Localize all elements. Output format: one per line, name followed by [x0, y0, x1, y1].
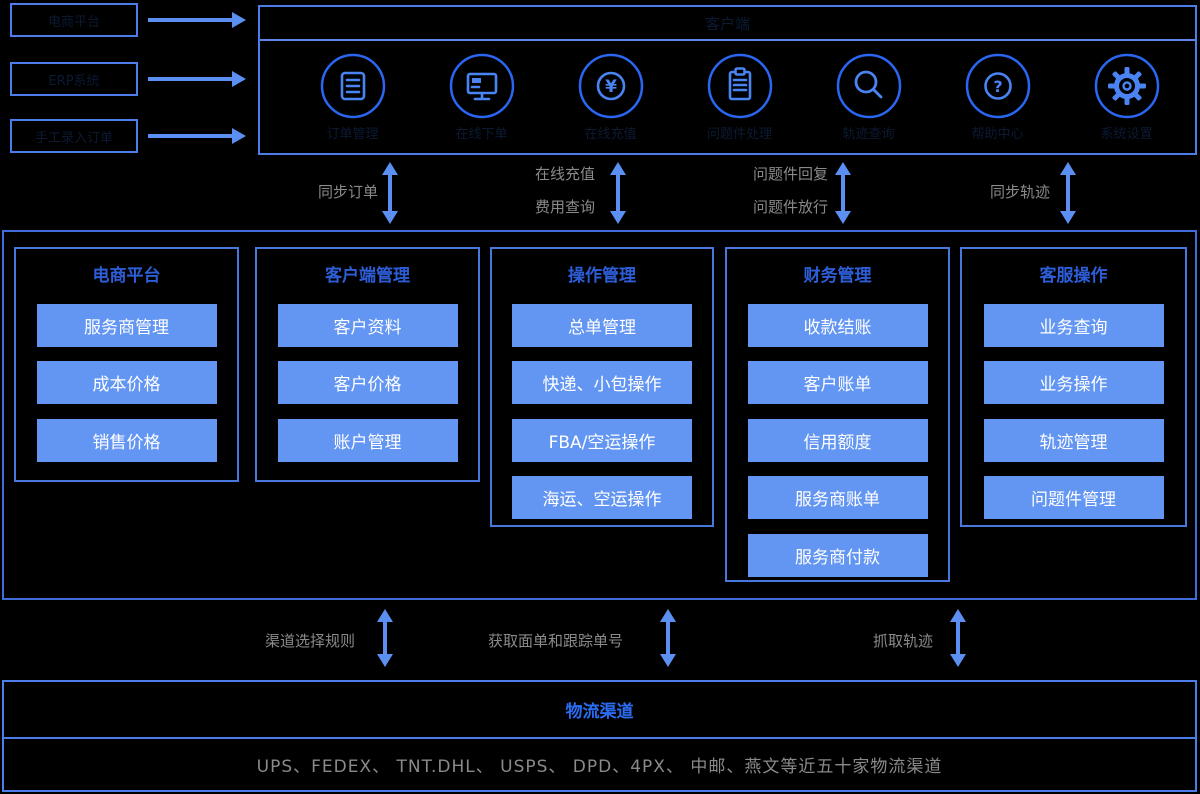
channels-panel: 物流渠道 UPS、FEDEX、 TNT.DHL、 USPS、 DPD、4PX、 … — [2, 680, 1197, 792]
double-arrow-icon — [950, 609, 966, 667]
column-title: 客服操作 — [1039, 266, 1108, 286]
link-label-problem-reply: 问题件回复 — [753, 165, 829, 183]
feature-system-settings: 系统设置 — [1071, 53, 1183, 142]
feature-label: 问题件处理 — [706, 127, 772, 142]
double-arrow-icon — [610, 162, 626, 224]
module-chip: 服务商账单 — [747, 476, 928, 519]
feature-online-recharge: ¥ 在线充值 — [555, 53, 667, 142]
module-chip: 轨迹管理 — [983, 419, 1164, 462]
module-chip: 客户价格 — [277, 361, 458, 404]
client-panel-title: 客户端 — [260, 7, 1195, 41]
yen-coin-icon: ¥ — [578, 53, 643, 119]
feature-label: 在线充值 — [584, 127, 637, 142]
link-label-sync-orders: 同步订单 — [318, 183, 379, 201]
right-arrow-icon — [148, 12, 246, 28]
feature-track-query: 轨迹查询 — [813, 53, 925, 142]
module-chip: 客户资料 — [277, 304, 458, 347]
clipboard-icon — [707, 53, 772, 119]
search-icon — [836, 53, 901, 119]
source-box-ecommerce: 电商平台 — [10, 3, 138, 37]
module-chip: 业务查询 — [983, 304, 1164, 347]
feature-label: 系统设置 — [1100, 127, 1153, 142]
column-client-management: 客户端管理 客户资料 客户价格 账户管理 — [255, 247, 480, 482]
channels-title: 物流渠道 — [4, 682, 1195, 739]
link-label-get-labels: 获取面单和跟踪单号 — [488, 632, 624, 650]
link-label-problem-release: 问题件放行 — [753, 198, 829, 216]
feature-label: 帮助中心 — [971, 127, 1024, 142]
column-operations-management: 操作管理 总单管理 快递、小包操作 FBA/空运操作 海运、空运操作 — [490, 247, 714, 527]
module-chip: 问题件管理 — [983, 476, 1164, 519]
module-chip: 业务操作 — [983, 361, 1164, 404]
system-panel: 电商平台 服务商管理 成本价格 销售价格 客户端管理 客户资料 客户价格 账户管… — [2, 230, 1197, 600]
module-chip: 客户账单 — [747, 361, 928, 404]
feature-help-center: ? 帮助中心 — [942, 53, 1054, 142]
column-title: 电商平台 — [92, 266, 161, 286]
module-chip: 收款结账 — [747, 304, 928, 347]
client-feature-row: 订单管理 在线下单 — [288, 53, 1191, 142]
svg-text:?: ? — [993, 77, 1002, 96]
column-title: 操作管理 — [568, 266, 636, 286]
module-chip: 账户管理 — [277, 419, 458, 462]
feature-problem-handling: 问题件处理 — [684, 53, 796, 142]
client-panel: 客户端 订单管理 — [258, 5, 1197, 155]
right-arrow-icon — [148, 128, 246, 144]
source-box-erp: ERP系统 — [10, 62, 138, 96]
link-label-recharge: 在线充值 — [535, 165, 596, 183]
module-chip: 快递、小包操作 — [512, 361, 692, 404]
module-chip: 信用额度 — [747, 419, 928, 462]
double-arrow-icon — [660, 609, 676, 667]
feature-order-management: 订单管理 — [297, 53, 409, 142]
double-arrow-icon — [1060, 162, 1076, 224]
feature-label: 在线下单 — [455, 127, 508, 142]
module-chip: 服务商管理 — [36, 304, 217, 347]
module-chip: FBA/空运操作 — [512, 419, 692, 462]
source-label: 手工录入订单 — [34, 130, 113, 146]
feature-online-order: 在线下单 — [426, 53, 538, 142]
question-icon: ? — [965, 53, 1030, 119]
feature-label: 轨迹查询 — [842, 127, 895, 142]
column-title: 财务管理 — [803, 266, 872, 286]
column-title: 客户端管理 — [325, 266, 410, 286]
column-customer-service: 客服操作 业务查询 业务操作 轨迹管理 问题件管理 — [960, 247, 1187, 527]
double-arrow-icon — [377, 609, 393, 667]
source-label: ERP系统 — [48, 73, 100, 89]
svg-text:¥: ¥ — [605, 77, 617, 97]
link-label-sync-tracks: 同步轨迹 — [990, 183, 1051, 201]
monitor-icon — [449, 53, 514, 119]
module-chip: 成本价格 — [36, 361, 217, 404]
module-chip: 总单管理 — [512, 304, 692, 347]
source-box-manual: 手工录入订单 — [10, 119, 138, 153]
module-chip: 服务商付款 — [747, 534, 928, 577]
link-label-fetch-tracks: 抓取轨迹 — [873, 632, 934, 650]
gear-icon — [1094, 53, 1159, 119]
column-ecommerce-platform: 电商平台 服务商管理 成本价格 销售价格 — [14, 247, 239, 482]
link-label-fee-query: 费用查询 — [535, 198, 596, 216]
channels-providers: UPS、FEDEX、 TNT.DHL、 USPS、 DPD、4PX、 中邮、燕文… — [256, 757, 943, 777]
feature-label: 订单管理 — [326, 127, 379, 142]
link-label-channel-rules: 渠道选择规则 — [265, 632, 356, 650]
right-arrow-icon — [148, 71, 246, 87]
module-chip: 销售价格 — [36, 419, 217, 462]
order-form-icon — [320, 53, 385, 119]
column-finance-management: 财务管理 收款结账 客户账单 信用额度 服务商账单 服务商付款 — [725, 247, 950, 582]
source-label: 电商平台 — [47, 14, 100, 30]
module-chip: 海运、空运操作 — [512, 476, 692, 519]
double-arrow-icon — [382, 162, 398, 224]
double-arrow-icon — [835, 162, 851, 224]
